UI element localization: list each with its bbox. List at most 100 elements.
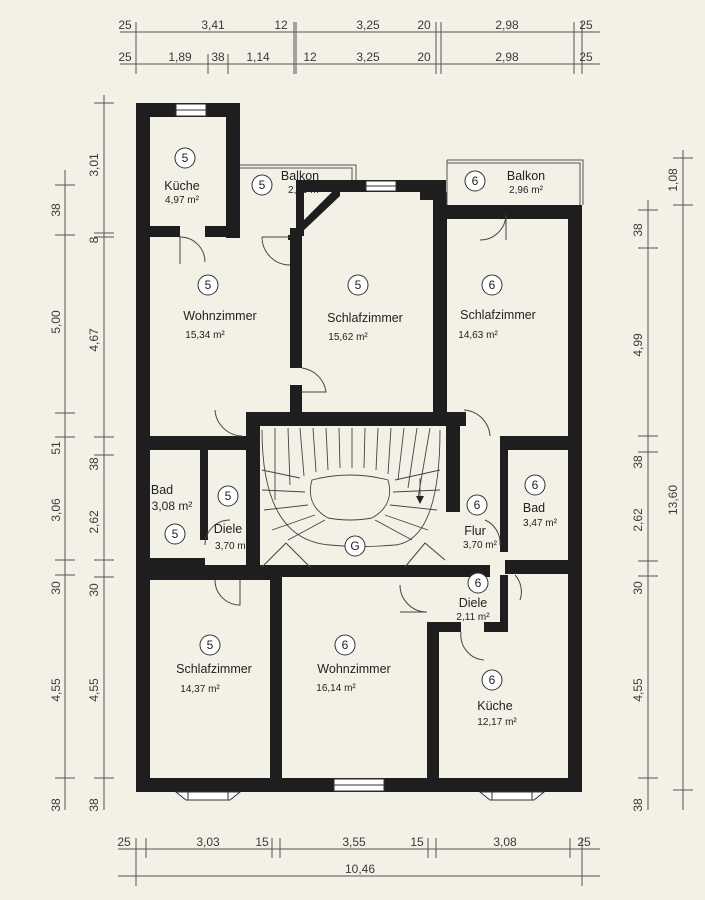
dim-left-6: 30	[49, 581, 63, 595]
dim-top2-6: 3,25	[356, 50, 380, 64]
dim-top2-9: 25	[579, 50, 593, 64]
room-area: 4,97 m²	[165, 195, 200, 206]
room-name: Schlafzimmer	[176, 662, 252, 676]
dim-top2-1: 25	[118, 50, 132, 64]
dim-left-inner-5: 30	[87, 583, 101, 597]
dim-top2-7: 20	[417, 50, 431, 64]
dim-left-7: 4,55	[49, 678, 63, 702]
dim-left-inner-1: 8	[87, 236, 101, 243]
dim-left-inner-7: 38	[87, 798, 101, 812]
dimension-lines-top: 25 3,41 12 3,25 20 2,98 25 25 1,89 38 1,…	[118, 18, 600, 74]
room-area: 3,47 m²	[523, 518, 558, 529]
unit-badge: 5	[355, 278, 362, 292]
room-name: Bad	[151, 483, 173, 497]
room-area: 3,08 m²	[152, 499, 193, 513]
room-name: Schlafzimmer	[327, 311, 403, 325]
unit-badge: 6	[474, 498, 481, 512]
room-name: Balkon	[507, 169, 545, 183]
dim-right-total: 13,60	[666, 485, 680, 515]
dim-bottom-1: 25	[117, 835, 131, 849]
unit-badge: 5	[172, 527, 179, 541]
dimension-lines-left: 38 3,01 5,00 51 3,06 30 4,55 38 8 4,67 3…	[49, 95, 114, 812]
dim-right-3: 4,99	[631, 333, 645, 357]
unit-badge: 6	[472, 174, 479, 188]
dim-top-7: 25	[579, 18, 593, 32]
dim-left-5: 3,06	[49, 498, 63, 522]
dim-left-inner-6: 4,55	[87, 678, 101, 702]
dim-top2-8: 2,98	[495, 50, 519, 64]
unit-badge: 5	[259, 178, 266, 192]
dim-top2-2: 1,89	[168, 50, 192, 64]
dim-left-inner-4: 2,62	[87, 510, 101, 534]
room-area: 15,34 m²	[185, 330, 225, 341]
room-name: Küche	[164, 179, 199, 193]
room-name: Balkon	[281, 169, 319, 183]
walls	[136, 103, 582, 792]
room-area: 2,96 m²	[509, 185, 544, 196]
dim-top2-3: 38	[211, 50, 225, 64]
dim-left-inner-3: 38	[87, 457, 101, 471]
dim-top-6: 2,98	[495, 18, 519, 32]
room-name: Diele	[459, 596, 488, 610]
dim-top-5: 20	[417, 18, 431, 32]
dim-top-4: 3,25	[356, 18, 380, 32]
dim-left-3: 5,00	[49, 310, 63, 334]
dim-right-1: 1,08	[666, 168, 680, 192]
room-name: Wohnzimmer	[183, 309, 256, 323]
dim-bottom-2: 3,03	[196, 835, 220, 849]
room-area: 3,70 m²	[215, 541, 250, 552]
dim-bottom-total: 10,46	[345, 862, 375, 876]
unit-badge: 6	[532, 478, 539, 492]
room-area: 16,14 m²	[316, 683, 356, 694]
unit-badge: 6	[489, 278, 496, 292]
dim-left-1: 38	[49, 203, 63, 217]
dim-bottom-7: 25	[577, 835, 591, 849]
room-area: 2,56 m²	[288, 185, 323, 196]
dim-right-8: 38	[631, 798, 645, 812]
room-area: 2,11 m²	[456, 612, 490, 623]
room-name: Bad	[523, 501, 545, 515]
dim-right-4: 38	[631, 455, 645, 469]
dim-right-6: 30	[631, 581, 645, 595]
unit-badge: 6	[475, 576, 482, 590]
dim-bottom-3: 15	[255, 835, 269, 849]
dim-top-1: 25	[118, 18, 132, 32]
windows	[174, 103, 546, 801]
dim-bottom-6: 3,08	[493, 835, 517, 849]
dimension-lines-right: 1,08 38 4,99 38 2,62 30 4,55 38 13,60	[631, 150, 693, 812]
unit-badge: 6	[342, 638, 349, 652]
dim-left-inner-2: 4,67	[87, 328, 101, 352]
room-name: Küche	[477, 699, 512, 713]
unit-badge: 5	[205, 278, 212, 292]
stair-label: G	[350, 539, 359, 553]
dim-left-4: 51	[49, 441, 63, 455]
dim-top2-4: 1,14	[246, 50, 270, 64]
dim-bottom-5: 15	[410, 835, 424, 849]
room-area: 12,17 m²	[477, 717, 517, 728]
unit-badge: 5	[207, 638, 214, 652]
dim-right-7: 4,55	[631, 678, 645, 702]
dim-bottom-4: 3,55	[342, 835, 366, 849]
room-name: Diele	[214, 522, 243, 536]
room-area: 14,63 m²	[458, 330, 498, 341]
room-name: Wohnzimmer	[317, 662, 390, 676]
dim-left-2: 3,01	[87, 153, 101, 177]
dim-right-2: 38	[631, 223, 645, 237]
room-area: 15,62 m²	[328, 332, 368, 343]
room-area: 3,70 m²	[463, 540, 498, 551]
dim-top-3: 12	[274, 18, 288, 32]
dim-right-5: 2,62	[631, 508, 645, 532]
room-name: Flur	[464, 524, 486, 538]
room-labels: 5 Küche 4,97 m² 5 Balkon 2,56 m² 6 Balko…	[151, 147, 558, 728]
room-name: Schlafzimmer	[460, 308, 536, 322]
doors	[179, 214, 522, 661]
dim-left-8: 38	[49, 798, 63, 812]
balconies	[240, 159, 584, 205]
unit-badge: 5	[182, 151, 189, 165]
dim-top-2: 3,41	[201, 18, 225, 32]
room-area: 14,37 m²	[180, 684, 220, 695]
unit-badge: 5	[225, 489, 232, 503]
unit-badge: 6	[489, 673, 496, 687]
dimension-lines-bottom: 25 3,03 15 3,55 15 3,08 25 10,46	[117, 835, 600, 886]
